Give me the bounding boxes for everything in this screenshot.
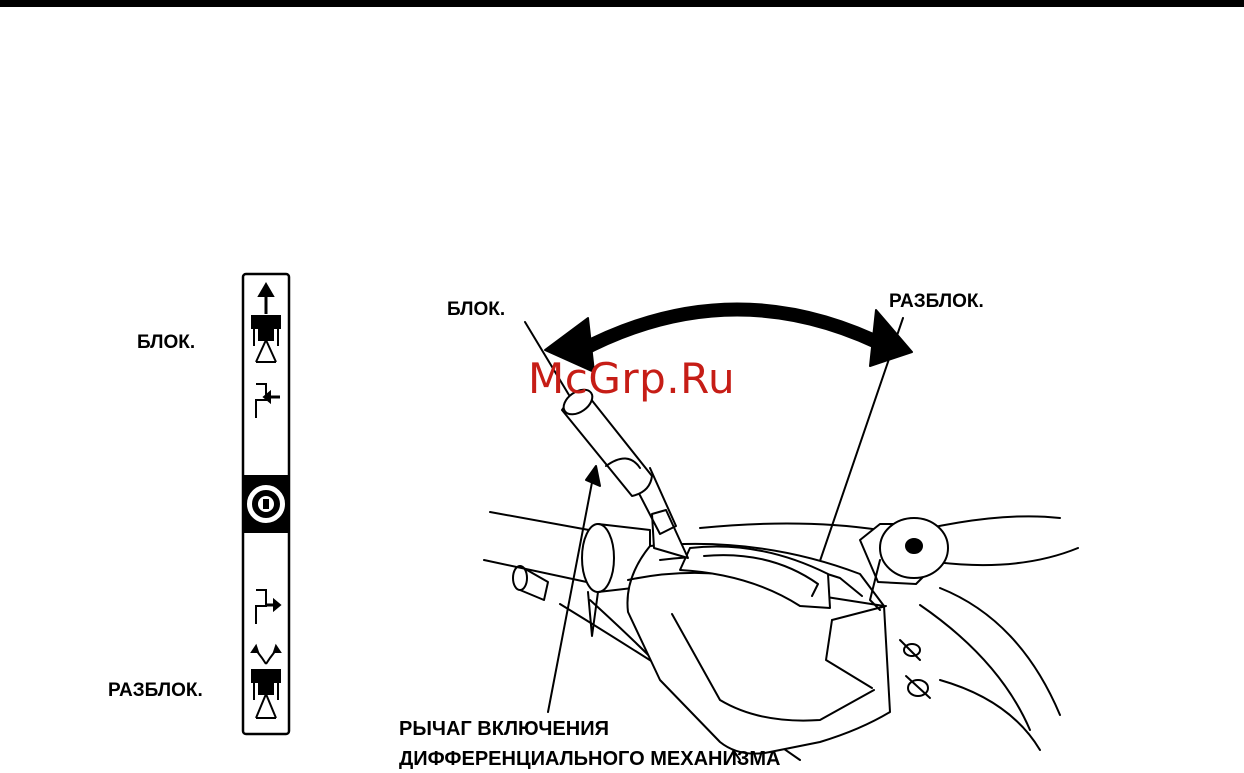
arrow-up-icon [259,284,273,314]
figure-lock-label: БЛОК. [447,300,505,319]
lever-housing [627,544,890,754]
indicator-panel [243,274,289,734]
lock-symbol-icon [263,499,269,509]
panel-lock-label: БЛОК. [137,333,195,352]
diff-lock-lever [559,385,688,558]
diff-unlock-icon [252,646,280,718]
watermark: McGrp.Ru [528,358,735,400]
panel-unlock-label: РАЗБЛОК. [108,681,203,700]
caption-line1: РЫЧАГ ВКЛЮЧЕНИЯ [399,719,609,739]
push-out-icon [256,590,280,624]
diff-lock-icon [252,316,280,362]
push-in-icon [256,384,280,418]
caption-line2: ДИФФЕРЕНЦИАЛЬНОГО МЕХАНИЗМА [399,749,780,769]
figure-unlock-label: РАЗБЛОК. [889,292,984,311]
